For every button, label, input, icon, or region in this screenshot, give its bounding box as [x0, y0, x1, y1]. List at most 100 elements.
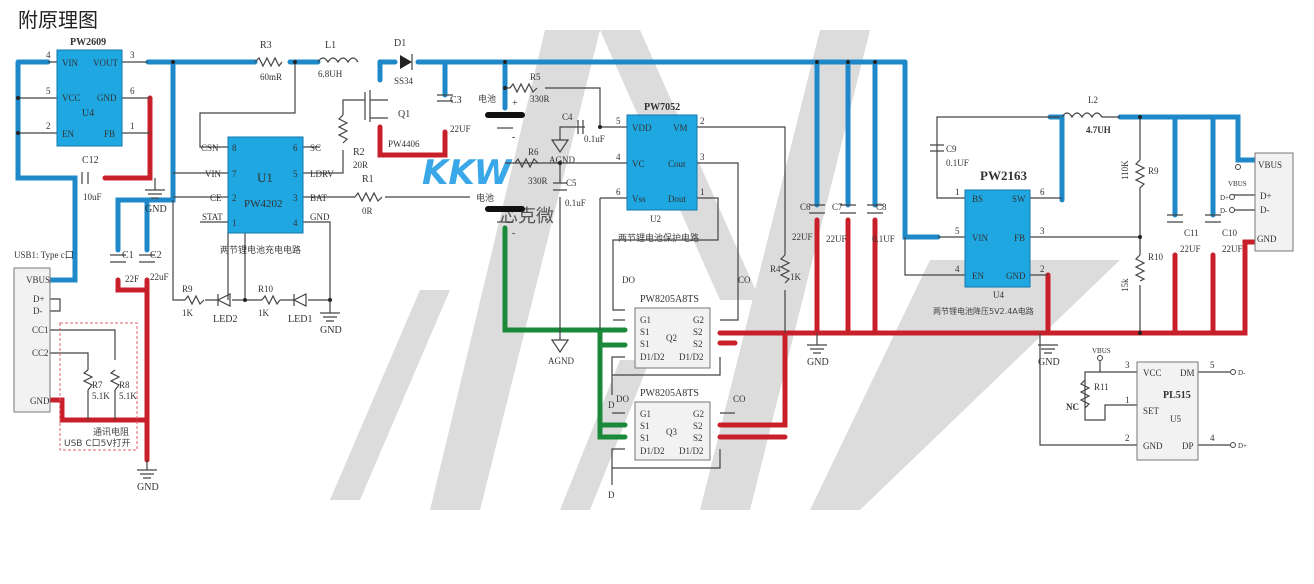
gnd-net [47, 95, 1258, 463]
pin-number: 3 [293, 193, 298, 203]
pin-number: 7 [232, 169, 237, 179]
pin-label: CSN [201, 143, 219, 153]
c11-value: 22UF [1180, 244, 1201, 254]
pin-label: SC [310, 143, 321, 153]
junctions [16, 60, 1142, 335]
c9-value: 0.1UF [946, 158, 969, 168]
pin-number: 1 [232, 218, 237, 228]
pin-label: GND [30, 396, 50, 406]
wires [18, 61, 1255, 485]
pin-label: VCC [1143, 368, 1162, 378]
net-dp: D+ [1238, 442, 1247, 450]
pin-label: VC [632, 159, 645, 169]
pin-label: LDRV [310, 169, 334, 179]
net-vbus: VBUS [1228, 180, 1247, 188]
ref: Q3 [666, 427, 677, 437]
u2-pw7052: PW7052 VDD VC Vss VM Cout Dout 5 4 6 2 3… [616, 102, 705, 244]
battery-plus: + [512, 98, 518, 109]
pin-number: 2 [1040, 264, 1045, 274]
r10-ref: R10 [258, 284, 274, 294]
net-d: D [608, 490, 615, 500]
battery-minus: - [512, 132, 515, 143]
l1-ref: L1 [325, 40, 336, 51]
r10-value: 1K [258, 308, 270, 318]
gnd-label: GND [145, 204, 167, 215]
r3-value: 60mR [260, 72, 282, 82]
net-vbus: VBUS [1092, 347, 1111, 355]
r9-value: 1K [182, 308, 194, 318]
pin-number: 4 [1210, 433, 1215, 443]
led2-label: LED2 [213, 314, 237, 325]
pin-number: 3 [1040, 226, 1045, 236]
page-title: 附原理图 [18, 8, 98, 32]
u4-pw2163: PW2163 BS VIN EN SW FB GND 1 5 4 6 3 2 U… [933, 168, 1045, 316]
c12-ref: C12 [82, 155, 99, 166]
part-name: PW8205A8TS [640, 388, 699, 399]
pin-label: VIN [972, 233, 988, 243]
c9-ref: C9 [946, 144, 957, 154]
pin-label: D1/D2 [640, 446, 665, 456]
r2-value: 20R [353, 160, 368, 170]
pin-number: 4 [955, 264, 960, 274]
r4-value: 1K [790, 272, 802, 282]
pin-number: 1 [130, 121, 135, 131]
q1-value: PW4406 [388, 139, 420, 149]
caption: 两节锂电池保护电路 [618, 232, 699, 244]
c2-ref: C2 [150, 250, 162, 261]
ref: U5 [1170, 414, 1181, 424]
usb1-label: USB1: Type c口 [14, 250, 74, 260]
pin-label: D+ [1260, 191, 1272, 201]
c4-value: 0.1uF [584, 134, 605, 144]
c5-ref: C5 [566, 178, 577, 188]
pin-label: D1/D2 [679, 446, 704, 456]
agnd-label: AGND [548, 356, 574, 366]
battery-minus: - [512, 228, 515, 239]
part-name: PW4202 [244, 198, 283, 210]
r6-ref: R6 [528, 147, 539, 157]
pin-label: GND [1006, 271, 1026, 281]
net-co: CO [733, 394, 746, 404]
pin-label: Dout [668, 194, 686, 204]
pin-number: 5 [46, 86, 51, 96]
pin-label: S1 [640, 327, 650, 337]
pin-label: S2 [693, 339, 703, 349]
pin-number: 5 [955, 226, 960, 236]
c7-ref: C7 [832, 202, 843, 212]
net-d: D [608, 400, 615, 410]
pin-label: VCC [62, 93, 81, 103]
c3-ref: C3 [450, 95, 462, 106]
r1-value: 0R [362, 206, 373, 216]
r4-ref: R4 [770, 264, 781, 274]
l1-value: 6.8UH [318, 69, 343, 79]
pin-label: VBUS [26, 275, 50, 285]
pin-label: SET [1143, 406, 1160, 416]
caption: 两节锂电池充电电路 [220, 244, 301, 256]
pin-label: S1 [640, 421, 650, 431]
c1-ref: C1 [122, 250, 134, 261]
pin-label: CE [210, 193, 222, 203]
pin-number: 1 [700, 187, 705, 197]
r11-ref: R11 [1094, 382, 1109, 392]
pin-number: 6 [1040, 187, 1045, 197]
pin-label: D1/D2 [679, 352, 704, 362]
r6-value: 330R [528, 176, 548, 186]
ref: Q2 [666, 333, 677, 343]
usb1-type-c: USB1: Type c口 VBUS D+ D- CC1 CC2 GND [13, 250, 74, 413]
c1-value: 22F [125, 274, 139, 284]
r9-value: 110K [1120, 160, 1130, 180]
pin-number: 6 [616, 187, 621, 197]
ref: U4 [993, 290, 1004, 300]
pin-label: S2 [693, 327, 703, 337]
battery-label: 电池 [476, 192, 494, 204]
agnd-label: AGND [549, 155, 575, 165]
c10-value: 22UF [1222, 244, 1243, 254]
pin-number: 6 [130, 86, 135, 96]
c4-ref: C4 [562, 112, 573, 122]
pin-number: 4 [616, 152, 621, 162]
c11-ref: C11 [1184, 228, 1199, 238]
pin-label: Vss [632, 194, 646, 204]
c6-ref: C6 [800, 202, 811, 212]
c8-value: 0.1UF [872, 234, 895, 244]
pin-label: Cout [668, 159, 686, 169]
